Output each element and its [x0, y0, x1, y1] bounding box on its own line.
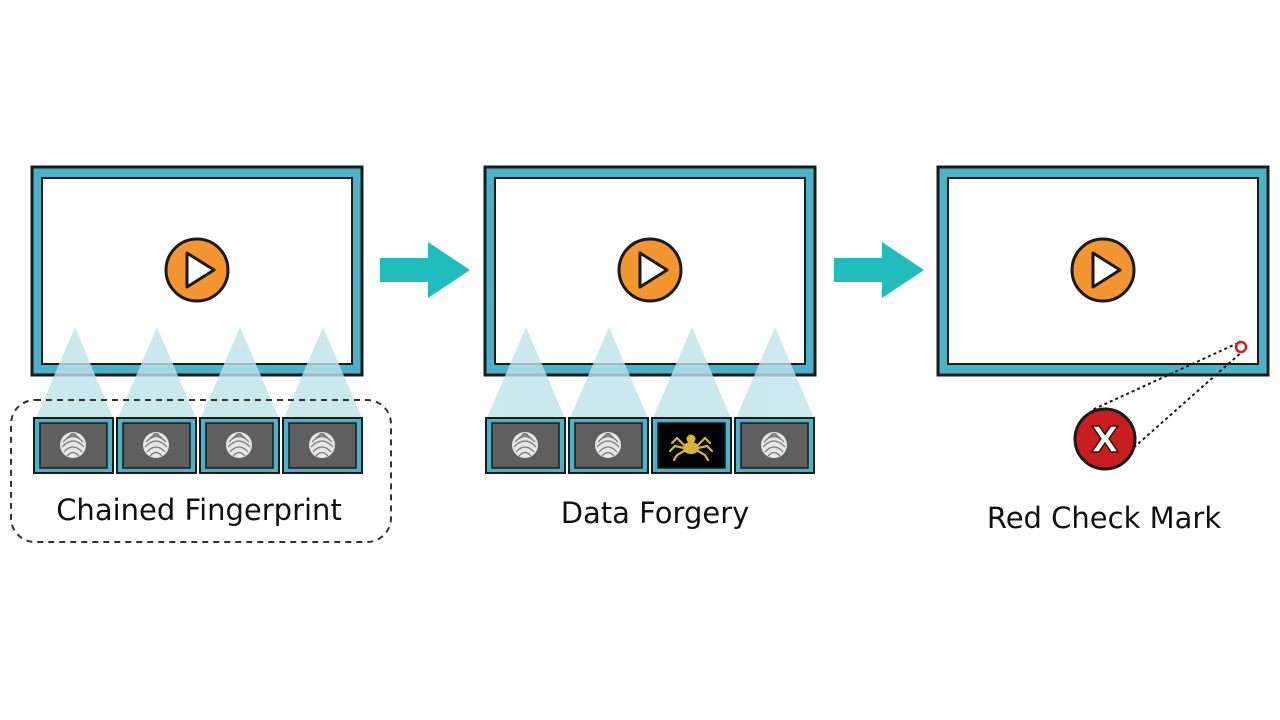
fingerprint-icon — [308, 431, 336, 459]
fingerprint-icon — [59, 431, 87, 459]
red-mark — [1234, 340, 1248, 354]
video-frame — [483, 165, 817, 377]
play-icon[interactable] — [617, 237, 683, 303]
video-frame — [30, 165, 364, 377]
arrow-right-icon — [380, 242, 470, 298]
spider-icon — [668, 434, 714, 462]
beams — [36, 327, 362, 418]
beams — [487, 327, 814, 418]
panel-chained-fingerprint: Chained Fingerprint — [10, 165, 392, 543]
tile-strip — [33, 417, 363, 474]
panel-caption: Red Check Mark — [987, 501, 1221, 535]
panel-caption: Chained Fingerprint — [56, 493, 342, 527]
svg-text:X: X — [1091, 420, 1119, 461]
tile-strip — [485, 417, 815, 474]
panel-data-forgery: Data Forgery — [483, 165, 817, 530]
zoom-lines — [1091, 342, 1245, 451]
fingerprint-icon — [760, 431, 788, 459]
panel-red-check-mark: X Red Check Mark — [936, 165, 1270, 535]
panel-caption: Data Forgery — [561, 496, 750, 530]
play-icon[interactable] — [1070, 237, 1136, 303]
group-outline — [10, 399, 392, 543]
fingerprint-icon — [225, 431, 253, 459]
arrow-right-icon — [834, 242, 924, 298]
fingerprint-icon — [142, 431, 170, 459]
play-icon[interactable] — [164, 237, 230, 303]
fingerprint-icon — [511, 431, 539, 459]
fingerprint-icon — [594, 431, 622, 459]
x-mark-icon: X — [1073, 407, 1137, 471]
